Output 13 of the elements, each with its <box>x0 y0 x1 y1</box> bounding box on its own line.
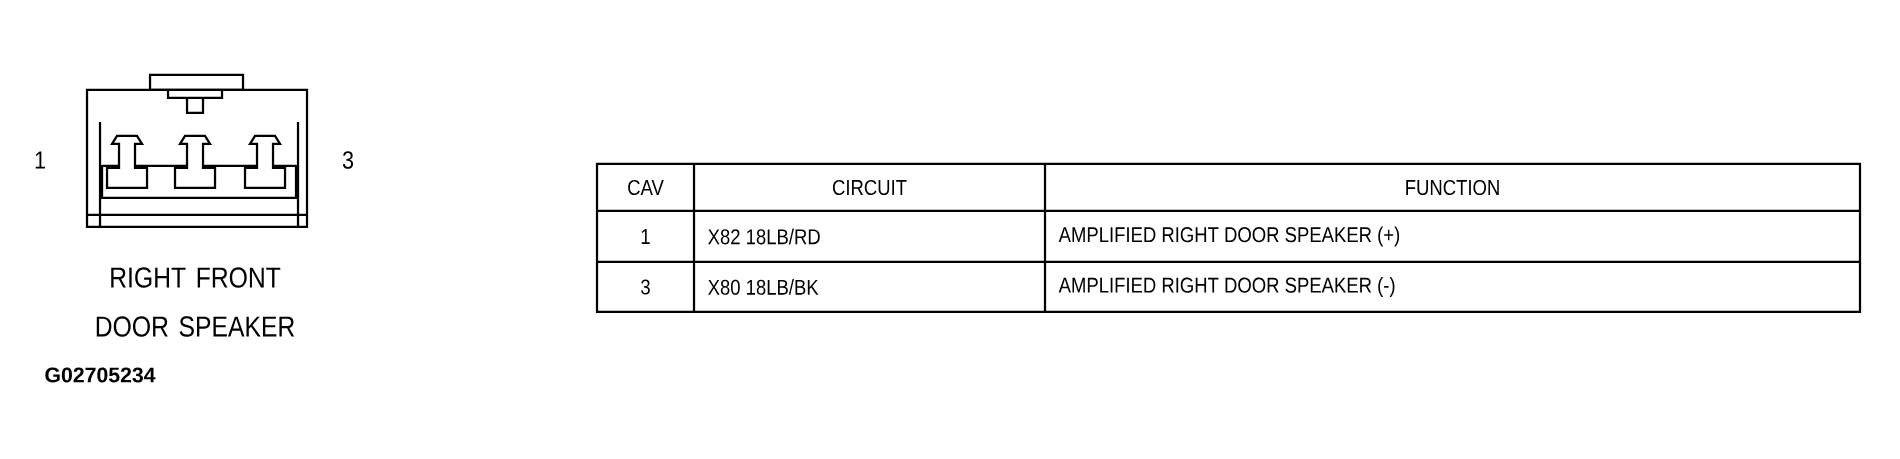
table-cell: AMPLIFIED RIGHT DOOR SPEAKER (+) <box>1058 226 1400 247</box>
pin-number: 3 <box>342 151 354 169</box>
table-cell: 1 <box>641 229 650 244</box>
table-header: CAV <box>628 179 664 196</box>
caption: RIGHT FRONT DOOR SPEAKER <box>96 267 295 337</box>
figure-id: G02705234 <box>45 367 156 383</box>
table-header: CIRCUIT <box>832 179 907 196</box>
table-cell: AMPLIFIED RIGHT DOOR SPEAKER (-) <box>1058 277 1395 297</box>
table-header: FUNCTION <box>1406 179 1499 196</box>
table-cell: X80 18LB/BK <box>708 279 819 295</box>
pin-number: 1 <box>35 151 45 169</box>
table-cell: X82 18LB/RD <box>708 228 820 245</box>
table-cell: 3 <box>641 279 650 295</box>
